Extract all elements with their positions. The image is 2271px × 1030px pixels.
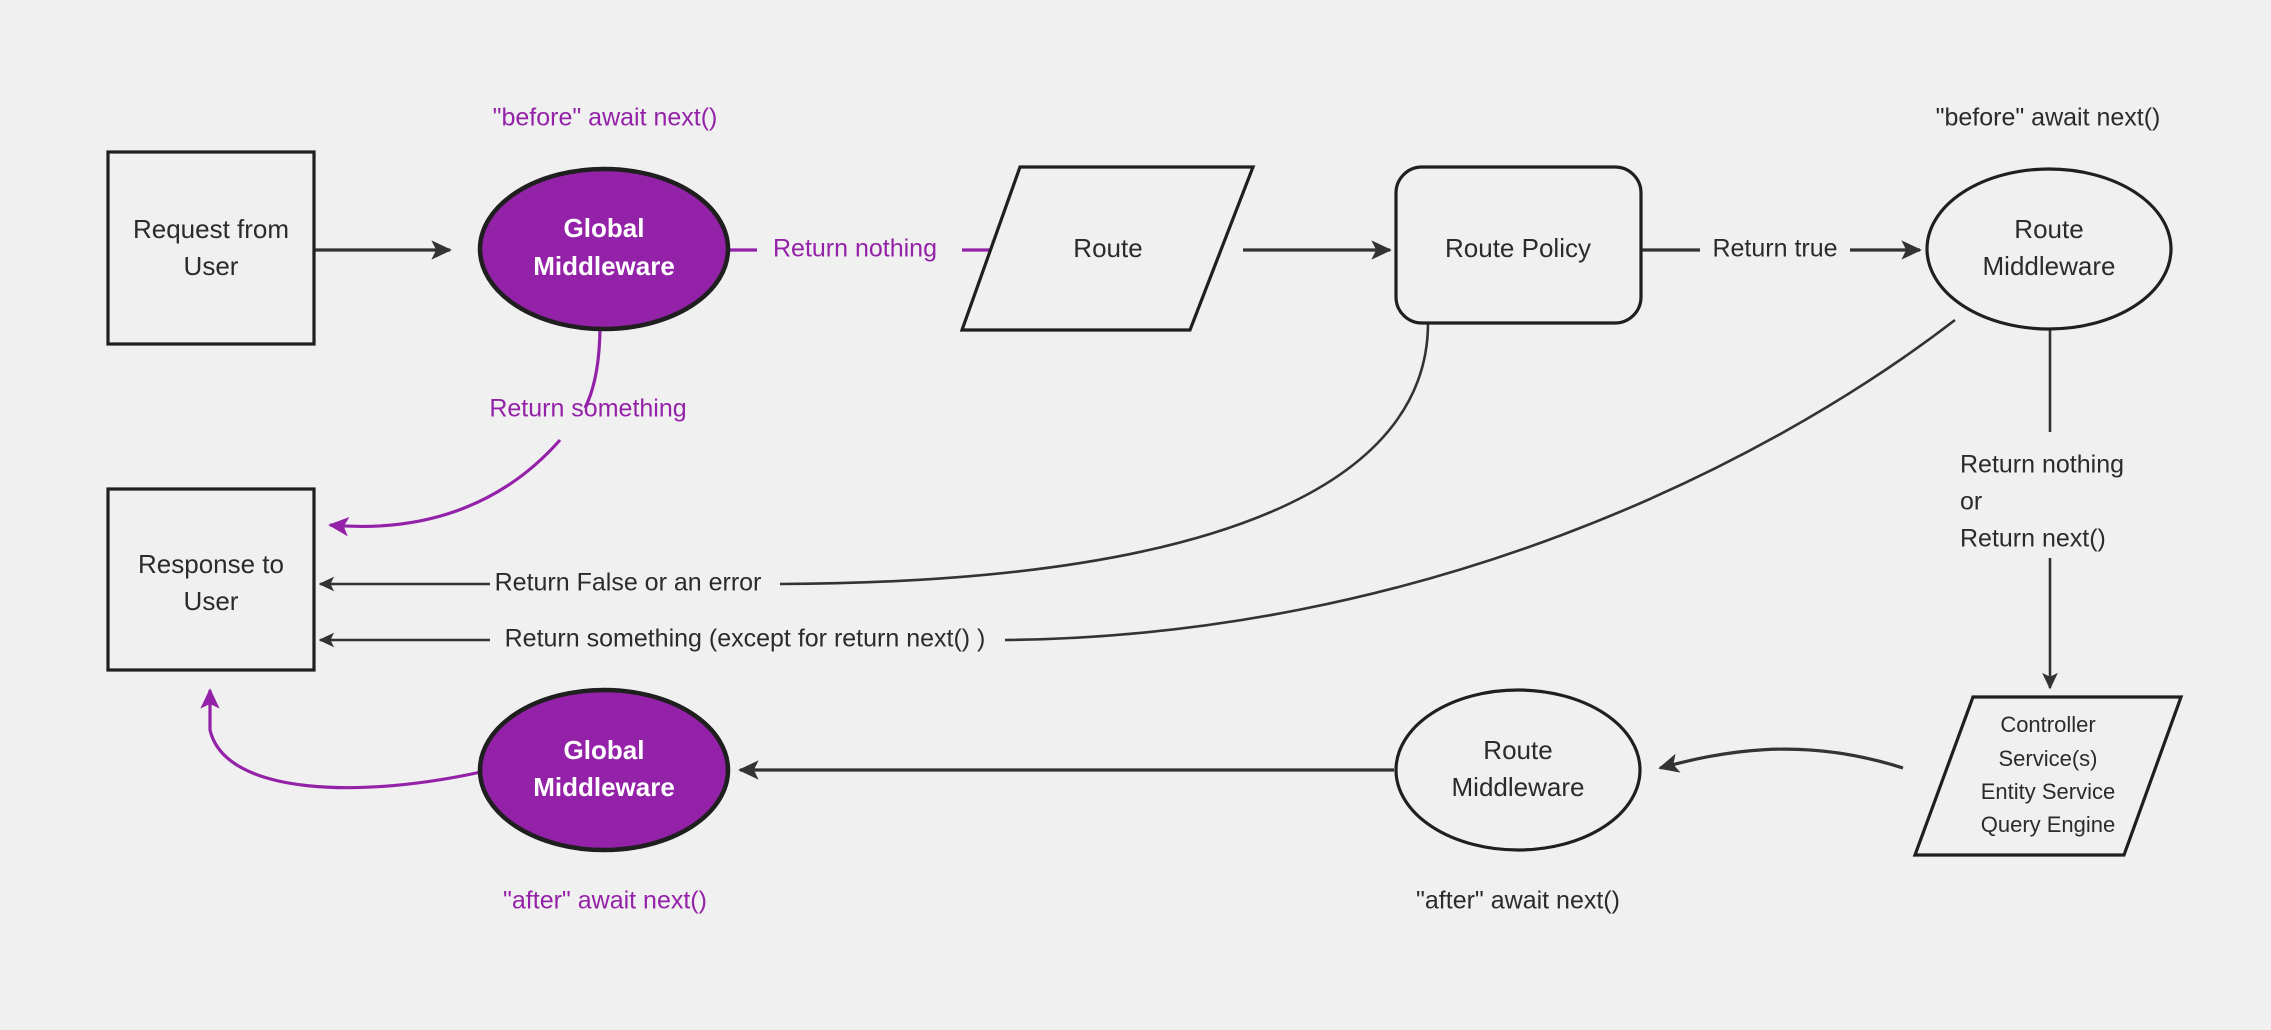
node-label-controller-line2: Service(s) — [1998, 746, 2097, 771]
annotation-route-mw-before-await: "before" await next() — [1936, 104, 2161, 132]
node-label-response-line2: User — [184, 586, 239, 616]
node-request-from-user[interactable]: Request from User — [106, 150, 316, 346]
node-label-response-line1: Response to — [138, 549, 284, 579]
edge-global-to-response-curve-upper — [583, 323, 602, 409]
edge-route-mw-to-response-curve — [1004, 318, 1956, 642]
node-label-global-before-line2: Middleware — [533, 251, 675, 281]
node-label-request-line1: Request from — [133, 214, 289, 244]
node-route-policy[interactable]: Route Policy — [1394, 165, 1643, 325]
node-label-controller-line3: Entity Service — [1981, 779, 2116, 804]
node-route[interactable]: Route — [959, 165, 1256, 332]
annotation-global-before-await: "before" await next() — [493, 104, 718, 132]
edge-controller-to-route-mw-after — [1658, 747, 1904, 773]
node-label-global-after-line2: Middleware — [533, 772, 675, 802]
annotation-route-mw-after-await: "after" await next() — [1416, 887, 1620, 915]
edge-label-return-something-except: Return something (except for return next… — [505, 625, 986, 653]
edge-label-return-nothing-l2: or — [1960, 488, 1982, 516]
node-label-route-mw-after-line1: Route — [1483, 735, 1552, 765]
edge-label-return-true: Return true — [1712, 235, 1837, 263]
node-label-request-line2: User — [184, 251, 239, 281]
node-label-route: Route — [1073, 233, 1142, 263]
edge-label-return-nothing-l3: Return next() — [1960, 525, 2106, 553]
annotation-global-after-await: "after" await next() — [503, 887, 707, 915]
node-global-middleware-after[interactable]: Global Middleware — [477, 687, 731, 853]
edge-label-return-something: Return something — [489, 395, 686, 423]
node-label-route-mw-before-line1: Route — [2014, 214, 2083, 244]
node-route-middleware-after[interactable]: Route Middleware — [1394, 688, 1642, 852]
node-label-controller-line1: Controller — [2000, 712, 2095, 737]
node-label-route-policy: Route Policy — [1445, 233, 1591, 263]
edge-label-return-false-or-error: Return False or an error — [495, 569, 762, 597]
edge-global-to-response-curve — [328, 438, 562, 537]
node-label-global-after-line1: Global — [564, 735, 645, 765]
edge-label-return-nothing: Return nothing — [773, 235, 937, 263]
node-label-route-mw-before-line2: Middleware — [1983, 251, 2116, 281]
edge-policy-to-response-curve — [779, 322, 1430, 586]
node-global-middleware-before[interactable]: Global Middleware — [477, 166, 731, 332]
node-route-middleware-before[interactable]: Route Middleware — [1925, 167, 2173, 331]
edge-global-mw-after-to-response — [200, 688, 491, 790]
node-label-route-mw-after-line2: Middleware — [1452, 772, 1585, 802]
node-label-global-before-line1: Global — [564, 213, 645, 243]
node-label-controller-line4: Query Engine — [1981, 812, 2116, 837]
edge-label-return-nothing-l1: Return nothing — [1960, 451, 2124, 479]
node-controller-services[interactable]: Controller Service(s) Entity Service Que… — [1912, 695, 2184, 857]
node-response-to-user[interactable]: Response to User — [106, 487, 316, 672]
